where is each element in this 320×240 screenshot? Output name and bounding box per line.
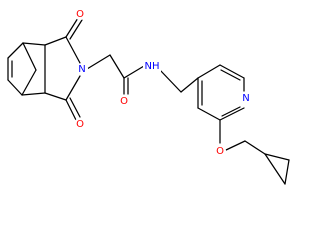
bond-ring-junction-top-to-imide-carbon-top xyxy=(44,36,67,46)
bond-pyridine-n-c2-double-inner xyxy=(221,106,241,117)
imide-oxygen-top-label: O xyxy=(76,9,84,20)
bond-bridge-bottom xyxy=(21,69,37,96)
atom-label-backdrop xyxy=(118,95,130,107)
ether-oxygen-atom: O xyxy=(214,145,226,157)
pyridine-nitrogen-atom: N xyxy=(240,92,252,104)
atom-label-backdrop xyxy=(74,118,86,130)
bond-bridgehead-bottom-to-ring-junction-bottom xyxy=(21,92,46,96)
atom-label-backdrop xyxy=(214,145,226,157)
ether-oxygen-label: O xyxy=(216,146,224,157)
imide-oxygen-bottom-label: O xyxy=(76,119,84,130)
pyridine-nitrogen-label: N xyxy=(242,93,249,104)
bond-alkene-bottom-to-bridgehead-left xyxy=(7,79,23,96)
amide-nh-atom: NH xyxy=(143,60,161,72)
imide-oxygen-bottom-atom: O xyxy=(74,118,86,130)
bond-pyridine-c5-to-c6 xyxy=(219,64,245,79)
atom-label-backdrop xyxy=(143,60,161,72)
bond-bridgehead-top-to-ring-junction-top xyxy=(22,42,46,46)
imide-oxygen-top-atom: O xyxy=(74,8,86,20)
amide-oxygen-label: O xyxy=(120,96,128,107)
bond-bridge-top xyxy=(22,42,37,71)
bond-nitrogen-to-methylene xyxy=(86,54,111,70)
atom-label-backdrop xyxy=(74,8,86,20)
atom-label-backdrop xyxy=(240,92,252,104)
bond-amide-carbon-to-nh xyxy=(123,65,145,79)
bond-cyclopropyl-edge-a xyxy=(264,153,290,161)
bond-methylene-to-amide-carbon xyxy=(109,54,125,79)
amide-oxygen-atom: O xyxy=(118,95,130,107)
bond-nh-to-benzylic-methylene xyxy=(158,68,182,93)
imide-nitrogen-atom: N xyxy=(76,63,88,75)
bond-pyridine-c4-to-c5 xyxy=(197,64,221,79)
bond-imide-carbonyl-top-a xyxy=(65,17,79,38)
bond-imide-carbonyl-top-b xyxy=(69,19,83,40)
bond-cyclopropyl-edge-c xyxy=(264,153,286,185)
bond-pyridine-c5-c6-double-inner xyxy=(220,69,241,81)
bond-layer xyxy=(7,17,290,185)
bond-imide-carbon-top-to-nitrogen xyxy=(65,36,81,64)
bond-benzylic-methylene-to-pyridine xyxy=(180,77,199,93)
bond-imide-carbonyl-bottom-a xyxy=(65,99,77,121)
bond-methylene-to-cyclopropyl xyxy=(244,140,266,155)
bond-imide-carbonyl-bottom-b xyxy=(69,97,81,118)
bond-nitrogen-to-imide-carbon-bottom xyxy=(65,75,81,101)
bond-cyclopropyl-edge-b xyxy=(284,159,290,185)
bond-imide-carbon-bottom-to-ring-junction-bottom xyxy=(44,92,67,101)
bond-ether-oxygen-to-methylene xyxy=(225,140,246,151)
bond-pyridine-n-to-c2 xyxy=(219,107,245,121)
atom-label-backdrop xyxy=(76,63,88,75)
amide-nh-label: NH xyxy=(145,61,160,72)
bond-pyridine-c2-to-c3 xyxy=(197,107,221,121)
bond-bridgehead-left-to-alkene-top xyxy=(7,42,24,59)
imide-nitrogen-label: N xyxy=(78,64,85,75)
atom-label-layer: O N O O NH N O xyxy=(74,8,252,157)
molecule-structure-diagram: O N O O NH N O xyxy=(7,8,290,185)
